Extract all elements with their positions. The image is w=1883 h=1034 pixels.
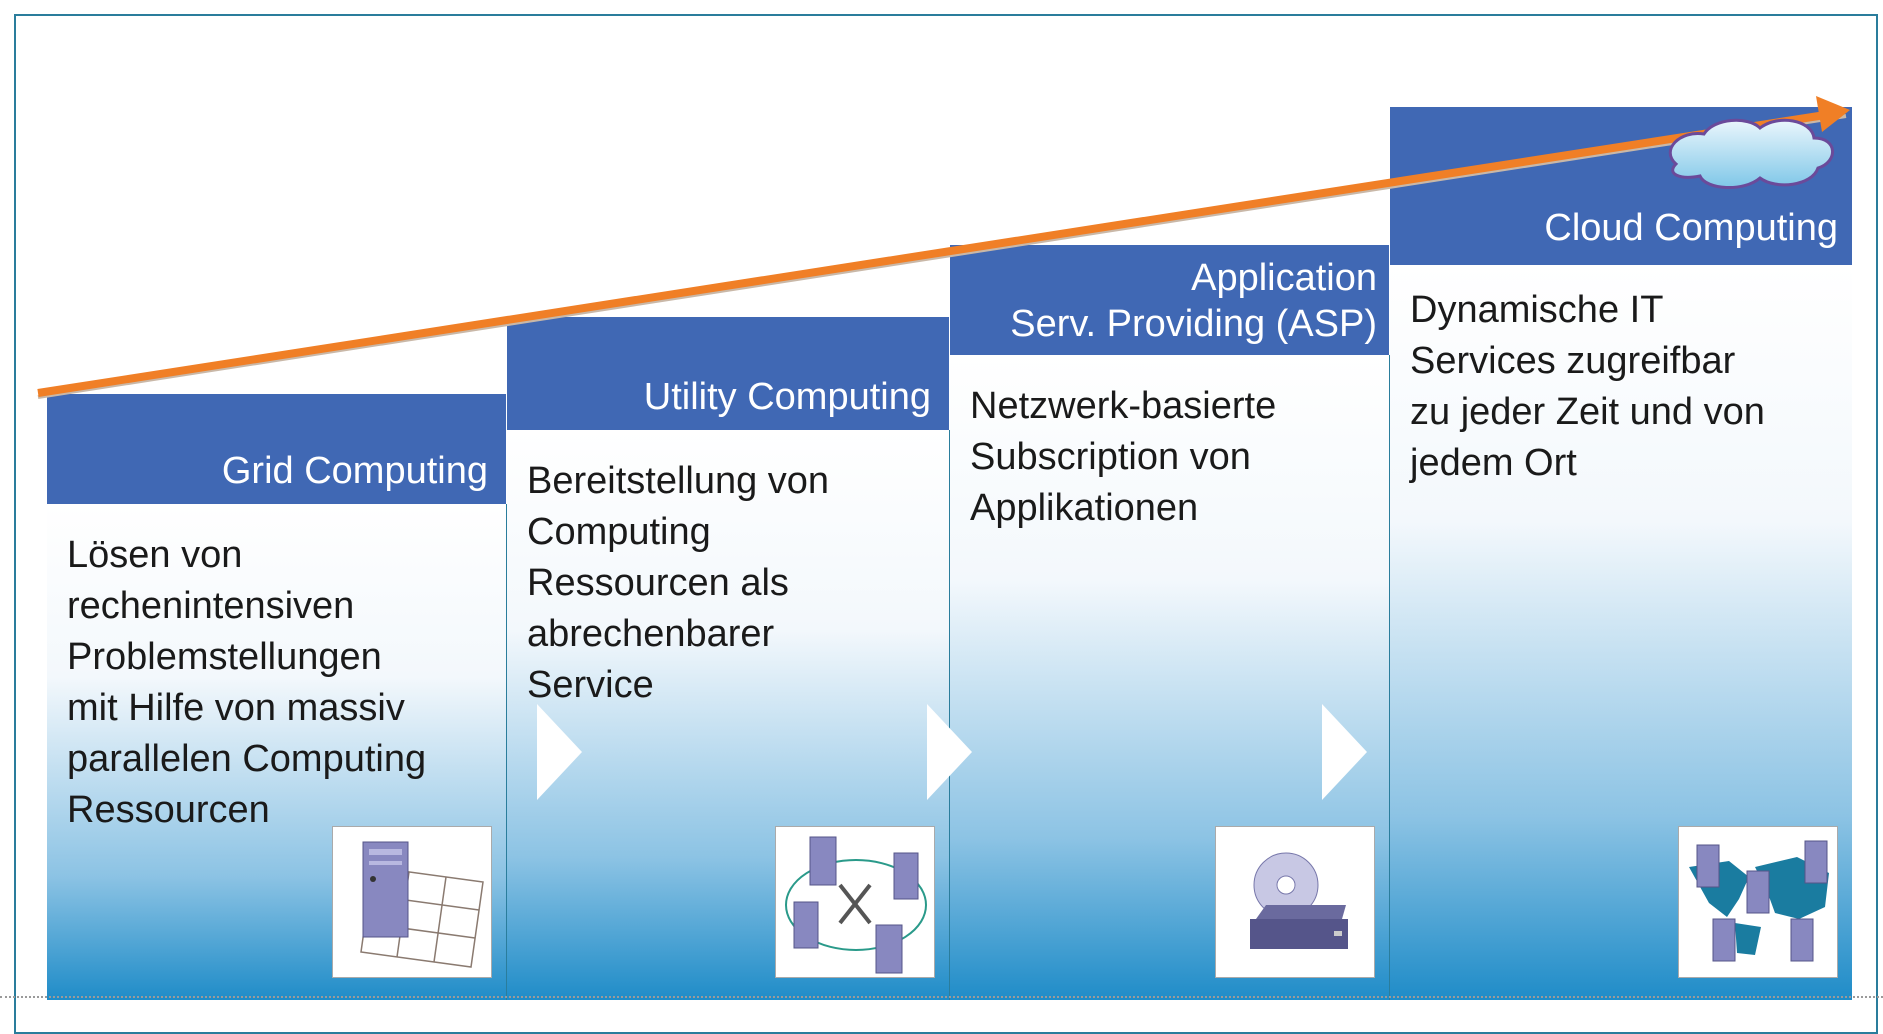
stage-description: Lösen von rechenintensiven Problemstellu… (67, 534, 427, 831)
stage-description: Dynamische IT Services zugreifbar zu jed… (1410, 289, 1765, 484)
cloud-icon (1668, 118, 1834, 190)
stage-asp: Application Serv. Providing (ASP) Netzwe… (950, 245, 1390, 1000)
stage-title: Application Serv. Providing (ASP) (1010, 257, 1377, 345)
stage-title: Utility Computing (643, 376, 931, 418)
chevron-arrow-2 (927, 704, 972, 800)
utility-servers-tools-icon (775, 826, 935, 978)
chevron-arrow-3 (1322, 704, 1367, 800)
stage-header: Cloud Computing (1390, 107, 1852, 265)
stage-title: Cloud Computing (1544, 207, 1838, 249)
stage-title: Grid Computing (221, 450, 488, 492)
chevron-arrow-1 (537, 704, 582, 800)
stage-header: Grid Computing (47, 394, 506, 504)
world-map-servers-icon (1678, 826, 1838, 978)
grid-server-icon (332, 826, 492, 978)
stage-description: Netzwerk-basierte Subscription von Appli… (970, 385, 1277, 529)
stage-grid-computing: Grid Computing Lösen von rechenintensive… (47, 394, 507, 1000)
stage-cloud-computing: Cloud Computing Dynamische IT Services z… (1390, 107, 1852, 1000)
bottom-divider (0, 996, 1883, 998)
stage-header: Application Serv. Providing (ASP) (950, 245, 1389, 355)
stage-header: Utility Computing (507, 317, 949, 430)
stage-description: Bereitstellung von Computing Ressourcen … (527, 460, 830, 706)
cd-drive-icon (1215, 826, 1375, 978)
